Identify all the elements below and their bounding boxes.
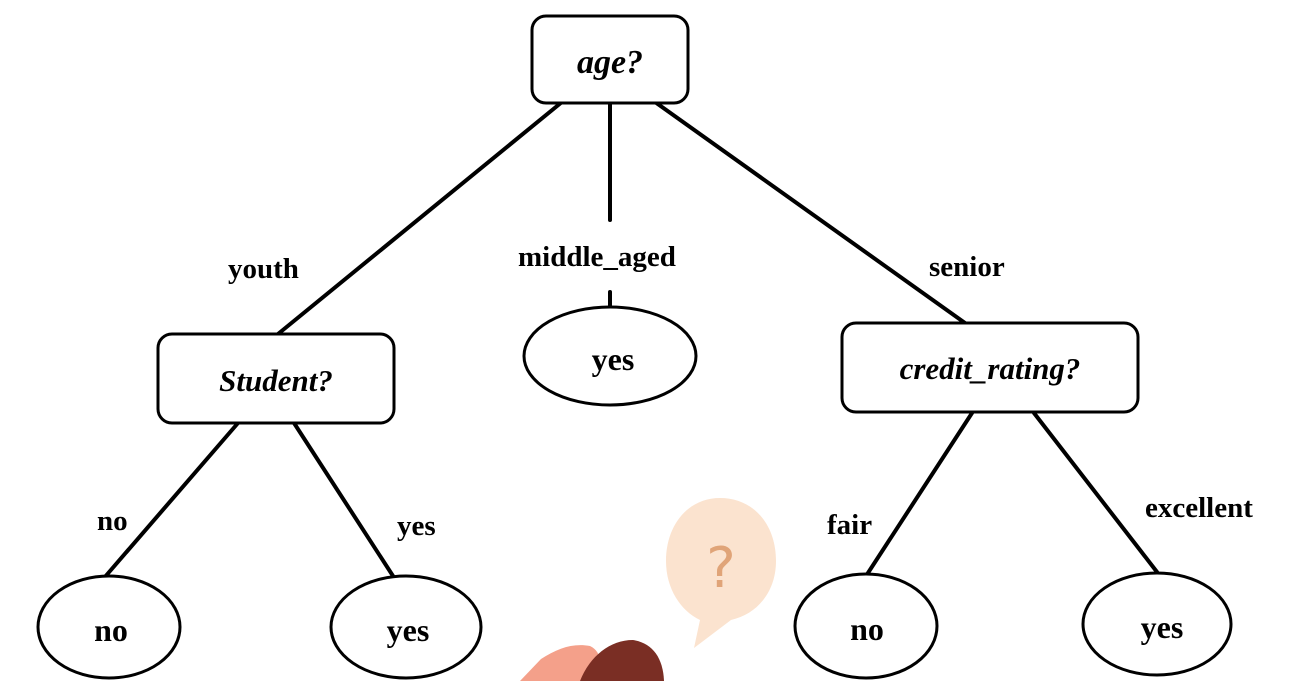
cartoon-character-illustration: [520, 640, 664, 681]
root-node-label: age?: [577, 44, 643, 81]
edge-age-to-student: [276, 100, 564, 336]
edge-credit-to-excellent: [1032, 411, 1159, 574]
edge-credit-to-fair: [864, 411, 974, 578]
edge-student-to-no: [102, 421, 240, 580]
node-credit-rating-label: credit_rating?: [900, 351, 1081, 386]
leaf-middle-aged-label: yes: [592, 341, 635, 377]
character-arm-shape: [520, 645, 600, 681]
question-mark-symbol: ?: [706, 536, 736, 601]
leaf-student-yes: yes: [329, 574, 483, 680]
edge-age-to-credit-rating: [653, 100, 967, 325]
leaf-credit-fair-no: no: [793, 572, 939, 680]
leaf-middle-aged-yes: yes: [522, 305, 698, 407]
leaf-student-yes-label: yes: [387, 612, 430, 648]
leaf-student-no-label: no: [94, 612, 128, 648]
edge-label-student-no: no: [97, 505, 128, 537]
leaf-credit-excellent-label: yes: [1141, 609, 1184, 645]
edge-student-to-yes: [292, 421, 395, 578]
leaf-credit-fair-label: no: [850, 611, 884, 647]
root-node-age: age?: [530, 14, 690, 105]
edge-label-credit-excellent: excellent: [1145, 492, 1253, 524]
edge-label-youth: youth: [228, 253, 299, 285]
question-bubble-shape: [666, 498, 776, 648]
character-hair-shape: [580, 640, 664, 681]
leaf-student-no: no: [36, 574, 182, 680]
leaf-credit-excellent-yes: yes: [1081, 571, 1233, 677]
edge-label-middle-aged: middle_aged: [518, 241, 676, 273]
node-credit-rating: credit_rating?: [840, 321, 1140, 414]
question-bubble-icon: ?: [666, 498, 776, 648]
node-student-label: Student?: [219, 363, 333, 398]
edge-label-senior: senior: [929, 251, 1005, 283]
edge-label-student-yes: yes: [397, 510, 436, 542]
node-student: Student?: [156, 332, 396, 425]
edge-label-credit-fair: fair: [827, 509, 872, 541]
